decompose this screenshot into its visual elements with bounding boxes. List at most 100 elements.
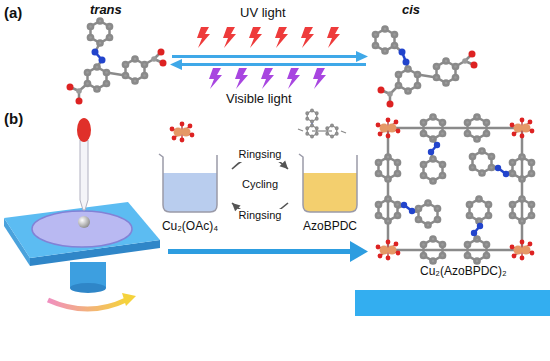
spin-coater — [4, 202, 160, 309]
beaker-label: AzoBPDC — [290, 219, 370, 234]
mof-framework — [401, 202, 407, 208]
uv-bolts — [327, 27, 340, 48]
cis-molecule — [387, 91, 393, 97]
trans-molecule — [67, 84, 74, 91]
mof-framework — [428, 149, 434, 155]
trans-molecule — [92, 49, 99, 56]
arrow-head — [280, 161, 288, 169]
cis-molecule — [373, 26, 397, 53]
beaker — [290, 145, 370, 217]
beaker-liquid — [163, 173, 217, 212]
light-label: Visible light — [226, 91, 292, 107]
beaker-liquid — [303, 173, 357, 212]
illustration — [510, 118, 535, 139]
mof-framework — [465, 114, 489, 141]
isomer-label: trans — [90, 2, 122, 18]
switch-arrows — [356, 51, 368, 62]
trans-molecule — [160, 60, 167, 67]
uv-bolts — [249, 27, 262, 48]
substrate — [355, 290, 550, 316]
trans-molecule — [76, 88, 82, 94]
process-label: Cycling — [242, 178, 278, 191]
process-arrow — [168, 241, 368, 262]
trans-molecule — [99, 57, 106, 64]
visible-bolts — [261, 68, 274, 89]
illustration — [510, 240, 535, 261]
uv-bolts — [223, 27, 236, 48]
mof-framework — [388, 127, 522, 130]
cis-molecule — [387, 101, 394, 108]
uv-bolts — [301, 27, 314, 48]
mof-framework — [471, 230, 477, 236]
mof-framework — [388, 249, 522, 252]
visible-bolts — [235, 68, 248, 89]
mof-framework — [467, 196, 491, 223]
illustration — [376, 118, 401, 139]
cis-molecule — [373, 26, 478, 107]
cis-molecule — [471, 62, 478, 69]
mof-framework — [495, 165, 501, 171]
azobpdc-icon — [306, 109, 318, 123]
illustration — [170, 122, 195, 143]
azobpdc-icon — [298, 129, 303, 131]
visible-bolts — [209, 68, 222, 89]
mof-framework — [387, 128, 390, 250]
trans-molecule — [76, 98, 83, 105]
mof-framework — [434, 142, 440, 148]
mof-framework — [465, 236, 489, 263]
process-arrow — [168, 249, 352, 254]
spin-coater — [4, 202, 160, 258]
uv-bolts — [197, 27, 210, 48]
azobpdc-icon — [306, 124, 318, 138]
beaker-label: Cu₂(OAc)₄ — [150, 219, 230, 234]
mof-framework — [421, 236, 445, 263]
spin-coater — [32, 211, 132, 247]
beaker-glass — [299, 154, 357, 212]
spin-coater — [122, 293, 136, 306]
cis-molecule — [469, 51, 476, 58]
mof-framework — [477, 223, 483, 229]
visible-bolts — [287, 68, 300, 89]
switch-arrows — [170, 51, 368, 70]
beaker-node: Cu₂(OAc)₄ — [150, 145, 230, 234]
beaker — [150, 145, 230, 217]
mof-framework — [376, 154, 400, 181]
dropper — [77, 118, 91, 210]
edge-label: Ringsing — [237, 209, 284, 222]
product-label: Cu₂(AzoBPDC)₂ — [420, 264, 507, 278]
spin-coater — [70, 283, 106, 293]
switch-arrows — [172, 55, 358, 58]
trans-molecule — [158, 49, 165, 56]
cis-molecule — [403, 59, 410, 66]
beaker-node: AzoBPDC — [290, 145, 370, 234]
beaker-glass — [159, 154, 217, 212]
mof-framework — [470, 148, 494, 175]
mof-framework — [521, 128, 524, 250]
trans-molecule — [67, 18, 167, 104]
mof-framework — [376, 196, 400, 223]
azobpdc-icon — [326, 124, 338, 138]
cis-molecule — [462, 58, 468, 64]
trans-molecule — [123, 56, 147, 83]
azobpdc-icon — [312, 130, 332, 131]
mof-framework — [376, 114, 534, 263]
edge-label: Ringsing — [237, 148, 284, 161]
trans-molecule — [88, 18, 112, 45]
uv-bolts — [197, 27, 340, 48]
spin-coater — [78, 216, 90, 228]
illustration — [376, 240, 401, 261]
dropper — [77, 118, 91, 142]
mof-framework — [416, 200, 440, 227]
uv-bolts — [275, 27, 288, 48]
mof-framework — [510, 154, 534, 181]
cis-molecule — [434, 58, 458, 85]
dropper — [80, 140, 88, 210]
mof-framework — [510, 196, 534, 223]
trans-molecule — [85, 64, 109, 91]
process-arrow — [350, 241, 368, 262]
visible-bolts — [313, 68, 326, 89]
azobpdc-icon — [298, 109, 346, 138]
cis-molecule — [378, 87, 385, 94]
cis-molecule — [399, 49, 406, 56]
